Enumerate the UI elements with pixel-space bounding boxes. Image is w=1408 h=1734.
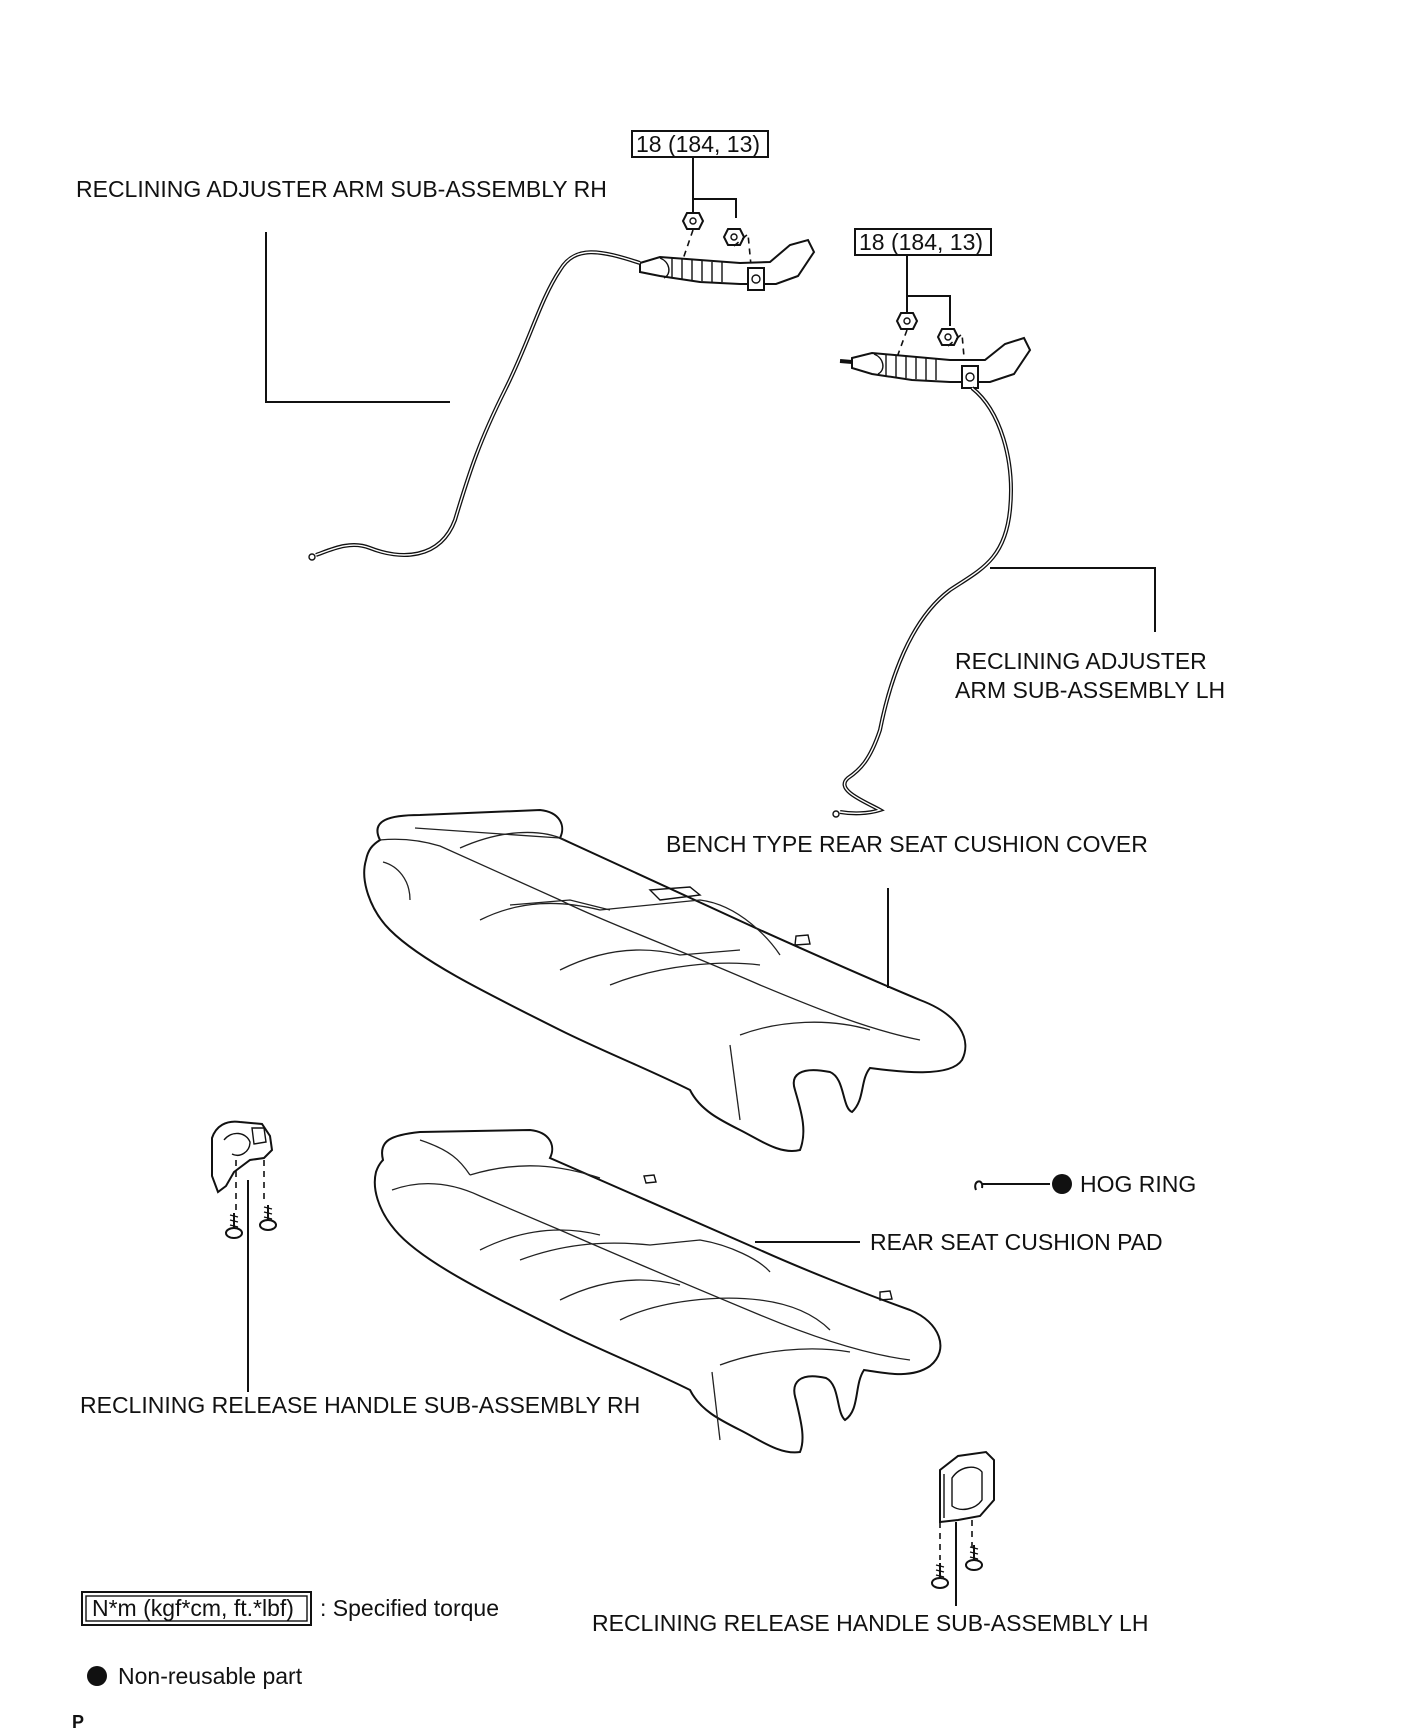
adjuster-arm-rh[interactable]: 18 (184, 13) [308,130,816,561]
leader-adjuster-arm-lh [990,567,1156,632]
label-adjuster-arm-lh-line2: ARM SUB-ASSEMBLY LH [955,677,1225,703]
adjuster-arm-lh[interactable]: 18 (184, 13) [832,228,1032,818]
seat-cushion-pad[interactable] [373,1128,942,1454]
label-release-handle-rh: RECLINING RELEASE HANDLE SUB-ASSEMBLY RH [80,1392,640,1418]
torque-box-lh [854,228,992,256]
hog-ring-symbol [974,1174,1072,1194]
screw-icon [225,1205,277,1239]
torque-value-rh: 18 (184, 13) [636,131,760,157]
legend-nonreusable-text: Non-reusable part [118,1663,303,1689]
leader-adjuster-arm-rh [265,232,450,403]
label-release-handle-lh: RECLINING RELEASE HANDLE SUB-ASSEMBLY LH [592,1610,1148,1636]
legend-torque-box-inner [85,1595,308,1622]
legend-torque-box [81,1591,312,1626]
label-adjuster-arm-lh-line1: RECLINING ADJUSTER [955,648,1207,674]
seat-cushion-cover[interactable] [363,808,967,1152]
torque-value-lh: 18 (184, 13) [859,229,983,255]
nut-icon [895,312,960,346]
nut-icon [681,212,746,246]
non-reusable-dot-icon [1052,1174,1072,1194]
torque-box-rh [631,130,769,158]
corner-mark: P [72,1712,84,1732]
screw-icon [931,1545,983,1589]
label-hog-ring: HOG RING [1080,1171,1196,1197]
legend: N*m (kgf*cm, ft.*lbf) : Specified torque… [81,1591,499,1689]
label-seat-cushion-cover: BENCH TYPE REAR SEAT CUSHION COVER [666,831,1148,857]
release-handle-lh[interactable] [931,1450,995,1589]
non-reusable-dot-icon [87,1666,107,1686]
legend-torque-units: N*m (kgf*cm, ft.*lbf) [92,1595,294,1621]
label-seat-cushion-pad: REAR SEAT CUSHION PAD [870,1229,1163,1255]
release-handle-rh[interactable] [211,1120,277,1239]
legend-torque-text: : Specified torque [320,1595,499,1621]
label-adjuster-arm-rh: RECLINING ADJUSTER ARM SUB-ASSEMBLY RH [76,176,607,202]
